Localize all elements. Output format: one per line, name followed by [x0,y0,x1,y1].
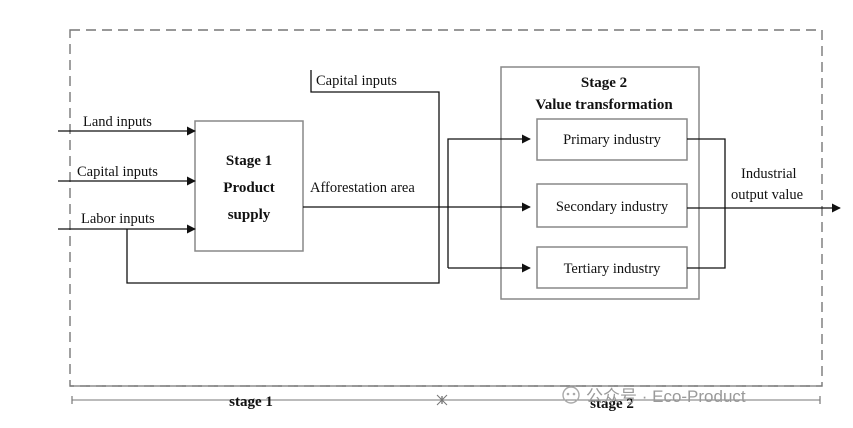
secondary-industry-box [536,183,688,228]
stage1-supply: supply [228,207,271,223]
industrial-output-label-1: Industrial [741,166,797,182]
industrial-output-label-2: output value [731,187,803,203]
wechat-icon [562,386,580,404]
branch-to-primary [447,134,531,268]
land-inputs-label: Land inputs [83,114,152,130]
secondary-industry-label: Secondary industry [556,199,669,215]
tertiary-industry-label: Tertiary industry [564,261,662,277]
stage2-subtitle: Value transformation [535,97,673,113]
stage1-product: Product [223,180,274,196]
capital-inputs-top-label: Capital inputs [316,73,397,89]
tertiary-industry-box [536,246,688,289]
stage2-title: Stage 2 [581,75,627,91]
stage-boundary-cross [436,394,448,406]
stage2-container [500,66,700,300]
labor-inputs-label: Labor inputs [81,211,155,227]
afforestation-area-label: Afforestation area [310,180,415,196]
primary-industry-label: Primary industry [563,132,662,148]
stage1-box [194,120,304,252]
bottom-stage1-label: stage 1 [229,394,273,410]
primary-output-line [687,138,726,208]
bottom-stage2-label: stage 2 [590,396,634,412]
tertiary-output-line [687,208,726,269]
watermark-text: 公众号 · Eco-Product [586,387,746,406]
stage1-title: Stage 1 [226,153,272,169]
labor-loop-line [126,70,440,284]
capital-inputs-label: Capital inputs [77,164,158,180]
watermark: 公众号 · Eco-Product [562,386,746,406]
